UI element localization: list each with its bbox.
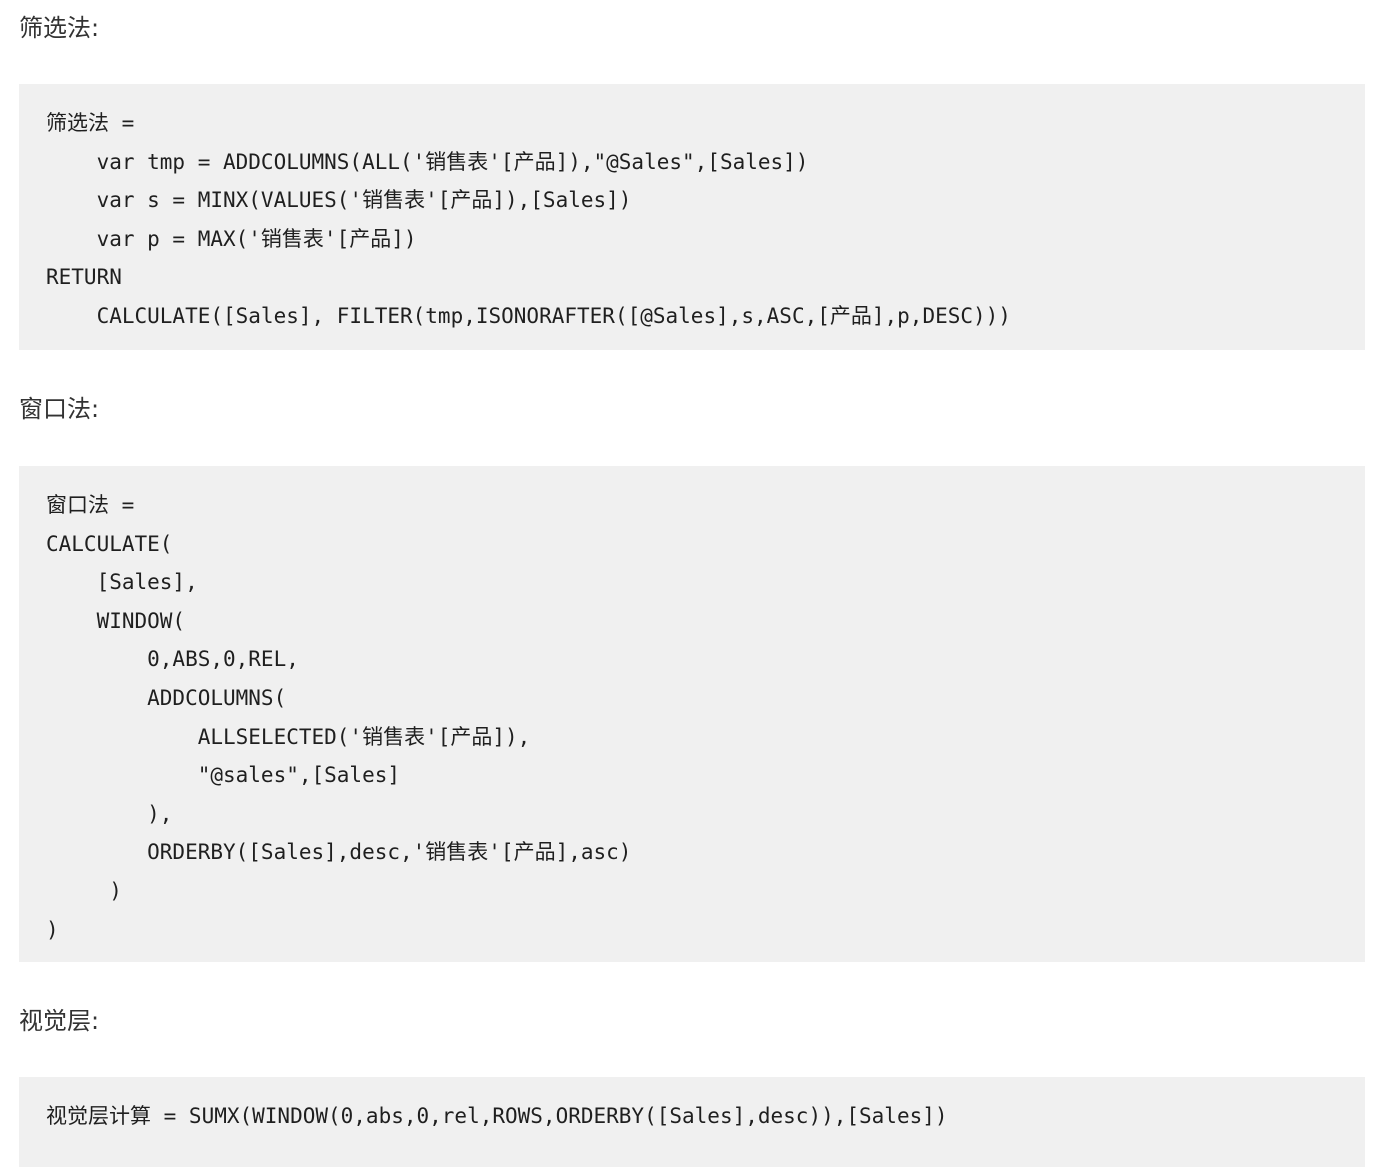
code-line: 视觉层计算 = SUMX(WINDOW(0,abs,0,rel,ROWS,ORD… [46, 1104, 948, 1128]
code-line: ALLSELECTED('销售表'[产品]), [46, 724, 531, 749]
code-line: RETURN [46, 265, 122, 290]
code-line: [Sales], [46, 570, 198, 595]
section-label-filter: 筛选法: [19, 14, 100, 42]
code-line: var s = MINX(VALUES('销售表'[产品]),[Sales]) [46, 188, 632, 213]
code-line: ), [46, 801, 173, 826]
code-line: 窗口法 = [46, 493, 135, 517]
code-block-filter: 筛选法 = var tmp = ADDCOLUMNS(ALL('销售表'[产品]… [19, 84, 1365, 350]
code-line: var tmp = ADDCOLUMNS(ALL('销售表'[产品]),"@Sa… [46, 149, 809, 174]
code-block-window: 窗口法 = CALCULATE( [Sales], WINDOW( 0,ABS,… [19, 466, 1365, 962]
code-line: ) [46, 878, 122, 903]
section-label-visual: 视觉层: [19, 1007, 100, 1035]
code-line: CALCULATE( [46, 531, 173, 556]
code-line: var p = MAX('销售表'[产品]) [46, 226, 417, 251]
code-line: WINDOW( [46, 608, 186, 633]
code-line: CALCULATE([Sales], FILTER(tmp,ISONORAFTE… [46, 303, 1011, 328]
section-label-window: 窗口法: [19, 395, 100, 423]
code-line: ORDERBY([Sales],desc,'销售表'[产品],asc) [46, 840, 632, 865]
code-block-visual: 视觉层计算 = SUMX(WINDOW(0,abs,0,rel,ROWS,ORD… [19, 1077, 1365, 1167]
code-line: ADDCOLUMNS( [46, 685, 287, 710]
code-line: 筛选法 = [46, 111, 135, 135]
code-line: ) [46, 917, 59, 942]
code-line: 0,ABS,0,REL, [46, 647, 299, 672]
code-line: "@sales",[Sales] [46, 763, 401, 788]
